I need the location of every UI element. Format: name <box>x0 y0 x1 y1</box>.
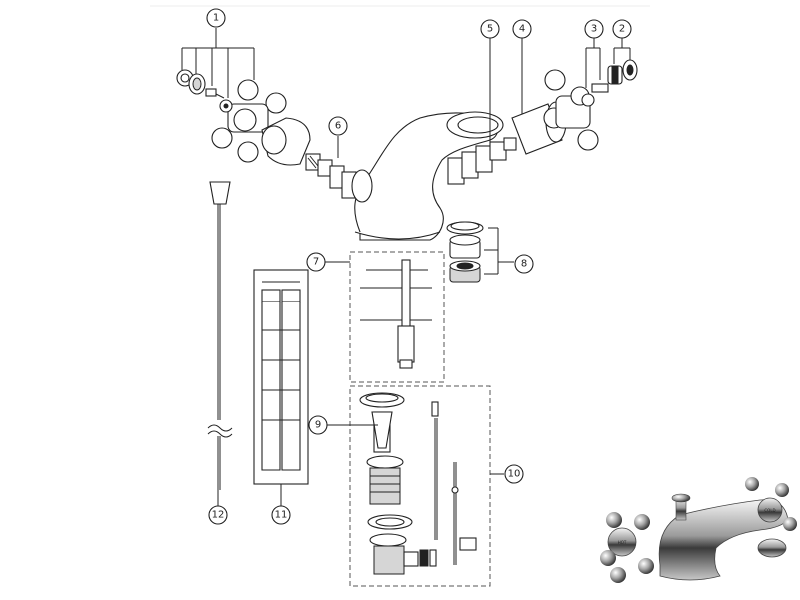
cold-plate-text: COLD <box>764 508 775 513</box>
svg-text:6: 6 <box>335 121 341 132</box>
svg-text:1: 1 <box>213 13 219 24</box>
callout-7: 7 <box>306 252 326 272</box>
callout-2: 2 <box>612 19 632 39</box>
hot-plate-text: HOT <box>618 540 627 545</box>
callout-5: 5 <box>480 19 500 39</box>
svg-text:2: 2 <box>619 24 625 35</box>
svg-text:4: 4 <box>519 24 525 35</box>
callout-10: 10 <box>504 464 524 484</box>
callout-11: 11 <box>271 505 291 525</box>
left-handle-assembly <box>176 69 311 166</box>
right-cartridge <box>447 137 517 185</box>
svg-text:5: 5 <box>487 24 493 35</box>
part-10-box <box>349 385 491 587</box>
svg-text:7: 7 <box>313 257 319 268</box>
svg-text:12: 12 <box>212 510 225 521</box>
aerator-parts <box>446 221 484 283</box>
callout-3: 3 <box>584 19 604 39</box>
lift-rod <box>207 181 233 490</box>
svg-text:3: 3 <box>591 24 597 35</box>
svg-text:8: 8 <box>521 259 527 270</box>
svg-text:9: 9 <box>315 420 321 431</box>
callout-12: 12 <box>208 505 228 525</box>
callout-4: 4 <box>512 19 532 39</box>
callout-1: 1 <box>206 8 226 28</box>
part-7-box <box>349 251 445 383</box>
callout-9: 9 <box>308 415 328 435</box>
product-photo: HOT COLD <box>600 477 797 583</box>
hose-box <box>253 269 309 485</box>
leader-lines <box>181 28 631 506</box>
svg-text:11: 11 <box>275 510 288 521</box>
tap-body <box>354 111 504 241</box>
callout-8: 8 <box>514 254 534 274</box>
left-cartridge <box>305 153 373 203</box>
callout-6: 6 <box>328 116 348 136</box>
right-handle-assembly <box>543 59 638 151</box>
svg-text:10: 10 <box>508 469 521 480</box>
